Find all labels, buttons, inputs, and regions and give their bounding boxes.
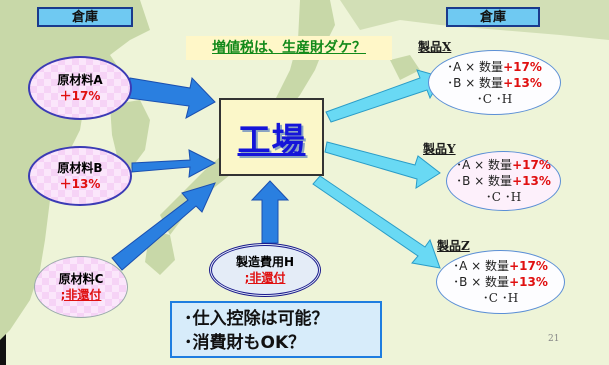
- product-x-title: 製品X: [418, 40, 452, 54]
- product-x-line-1: ･A × 数量+17%: [447, 59, 542, 75]
- product-z-title: 製品Z: [437, 239, 470, 253]
- arrow-product-y: [324, 141, 441, 189]
- factory-label: 工場: [237, 120, 306, 159]
- product-z-line-1: ･A × 数量+17%: [453, 258, 548, 274]
- arrow-material-b: [131, 149, 217, 178]
- question-callout: ･仕入控除は可能？ ･消費財もOK？: [170, 301, 382, 358]
- product-y-title: 製品Y: [423, 142, 456, 156]
- product-z-line-2-prefix: ･B × 数量: [453, 275, 510, 289]
- product-z-rate-2: +13%: [509, 275, 548, 289]
- material-a-rate: ＋17%: [59, 89, 101, 103]
- material-b-rate: ＋13%: [59, 177, 101, 191]
- product-y-rate-2: +13%: [512, 174, 551, 188]
- product-x-line-3: ･C ･H: [476, 91, 513, 106]
- arrow-expense: [250, 180, 290, 244]
- product-z-rate-1: +17%: [509, 259, 548, 273]
- product-y-line-1-prefix: ･A × 数量: [456, 158, 513, 172]
- material-c-rate: ;非還付: [60, 288, 102, 302]
- product-x-rate-2: +13%: [503, 75, 542, 90]
- headline: 増値税は、生産財ダケ？: [186, 36, 392, 60]
- product-y-line-2: ･B × 数量+13%: [456, 173, 551, 189]
- product-y-ellipse: ･A × 数量+17% ･B × 数量+13% ･C ･H: [446, 151, 561, 211]
- expense-ellipse: 製造費用H ;非還付: [209, 243, 321, 297]
- product-x-line-2-prefix: ･B × 数量: [447, 75, 504, 90]
- product-z-ellipse: ･A × 数量+17% ･B × 数量+13% ･C ･H: [436, 250, 565, 314]
- material-b-ellipse: 原材料B ＋13%: [28, 146, 132, 206]
- expense-name: 製造費用H: [235, 255, 295, 269]
- output-arrows: [312, 69, 443, 269]
- factory-box: 工場: [219, 98, 324, 176]
- material-c-name: 原材料C: [58, 272, 104, 286]
- arrow-product-z: [312, 175, 441, 269]
- input-arrows: [111, 76, 290, 271]
- page-number: 21: [548, 334, 560, 344]
- expense-rate: ;非還付: [244, 271, 286, 285]
- product-z-line-2: ･B × 数量+13%: [453, 274, 548, 290]
- callout-line-2: ･消費財もOK？: [184, 333, 306, 353]
- material-c-ellipse: 原材料C ;非還付: [34, 256, 128, 318]
- japan-landmass: [160, 0, 335, 235]
- island-small: [390, 55, 420, 80]
- product-x-ellipse: ･A × 数量+17% ･B × 数量+13% ･C ･H: [428, 50, 561, 115]
- arrow-material-a: [127, 76, 216, 119]
- korea-landmass: [110, 100, 150, 170]
- warehouse-right-label: 倉庫: [446, 7, 540, 27]
- material-b-name: 原材料B: [57, 161, 103, 175]
- product-y-line-2-prefix: ･B × 数量: [456, 174, 513, 188]
- product-z-line-1-prefix: ･A × 数量: [453, 259, 510, 273]
- callout-line-1: ･仕入控除は可能？: [184, 309, 329, 329]
- product-y-line-1: ･A × 数量+17%: [456, 157, 551, 173]
- arrow-material-c: [111, 182, 216, 271]
- product-y-rate-1: +17%: [512, 158, 551, 172]
- product-x-line-1-prefix: ･A × 数量: [447, 59, 504, 74]
- product-z-line-3: ･C ･H: [482, 291, 519, 305]
- material-a-name: 原材料A: [57, 73, 103, 87]
- warehouse-left-label: 倉庫: [37, 7, 133, 27]
- product-y-line-3: ･C ･H: [485, 190, 522, 204]
- product-x-rate-1: +17%: [503, 59, 542, 74]
- material-a-ellipse: 原材料A ＋17%: [28, 56, 132, 120]
- product-x-line-2: ･B × 数量+13%: [447, 75, 542, 91]
